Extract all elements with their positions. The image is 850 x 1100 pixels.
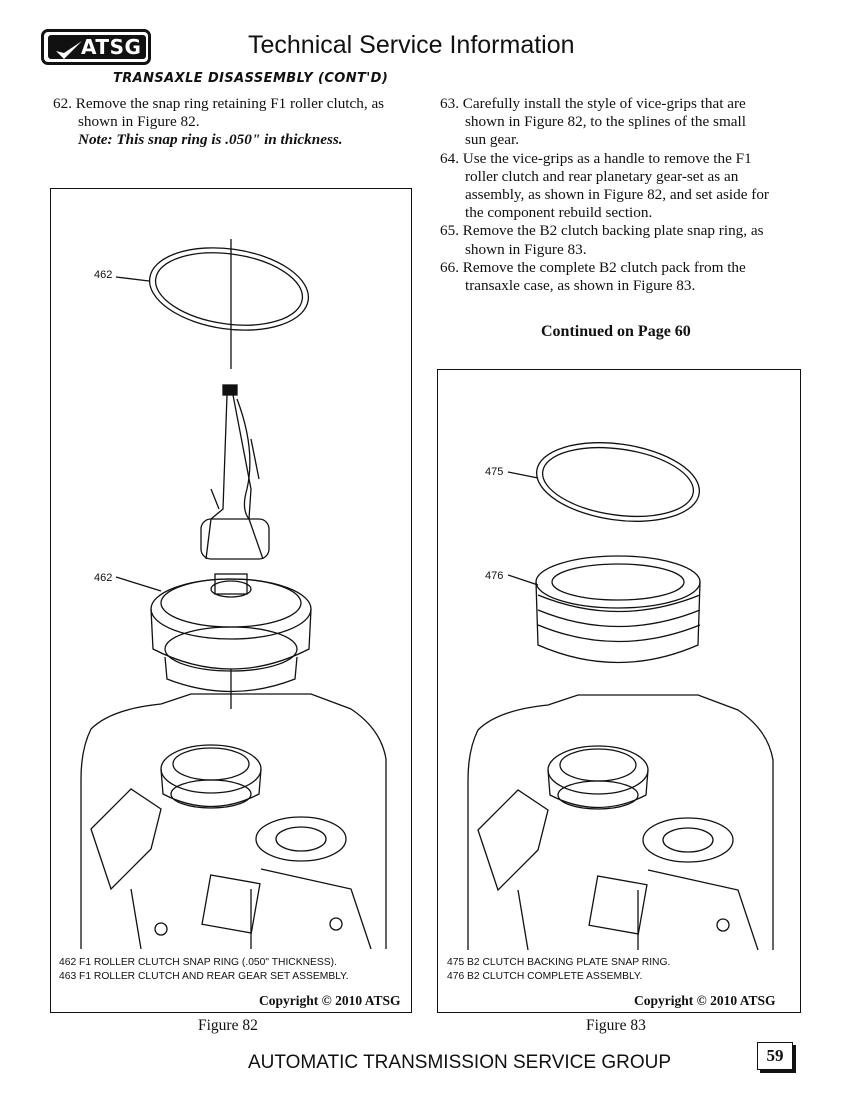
step-66: 66. Remove the complete B2 clutch pack f… xyxy=(440,258,746,295)
figure-82-copyright: Copyright © 2010 ATSG xyxy=(259,993,401,1008)
figure-82-captions: 462 F1 ROLLER CLUTCH SNAP RING (.050" TH… xyxy=(59,956,349,983)
right-column: 63. Carefully install the style of vice-… xyxy=(440,95,770,295)
step-65: 65. Remove the B2 clutch backing plate s… xyxy=(440,222,764,258)
figure-83-captions: 475 B2 CLUTCH BACKING PLATE SNAP RING. 4… xyxy=(447,956,670,983)
figure-82-frame: 462 462 462 F1 ROLLER CLUTCH SNAP RING (… xyxy=(50,188,412,1013)
callout-476: 476 xyxy=(485,570,504,582)
caption-463: 463 F1 ROLLER CLUTCH AND REAR GEAR SET A… xyxy=(59,970,349,982)
step-63: 63. Carefully install the style of vice-… xyxy=(440,95,746,149)
page-number: 59 xyxy=(757,1042,793,1070)
step-62: 62. Remove the snap ring retaining F1 ro… xyxy=(53,95,385,131)
callout-462-assembly: 462 xyxy=(94,572,113,584)
callout-462-ring: 462 xyxy=(94,269,113,281)
step-64: 64. Use the vice-grips as a handle to re… xyxy=(440,149,769,222)
figure-83-frame: 475 476 475 B2 CLUTCH BACKING PLATE SNAP… xyxy=(437,369,801,1013)
section-title: TRANSAXLE DISASSEMBLY (CONT'D) xyxy=(113,71,389,86)
figure-83-copyright: Copyright © 2010 ATSG xyxy=(634,993,776,1008)
caption-476: 476 B2 CLUTCH COMPLETE ASSEMBLY. xyxy=(447,970,643,982)
callout-475: 475 xyxy=(485,466,504,478)
figure-83-illustration xyxy=(467,442,774,950)
figure-82-illustration xyxy=(80,239,387,949)
figure-82-label: Figure 82 xyxy=(198,1017,258,1034)
page-header-title: Technical Service Information xyxy=(248,31,575,59)
logo-check-icon xyxy=(56,41,82,59)
caption-462: 462 F1 ROLLER CLUTCH SNAP RING (.050" TH… xyxy=(59,957,337,968)
left-column: 62. Remove the snap ring retaining F1 ro… xyxy=(53,95,393,150)
continued-note: Continued on Page 60 xyxy=(541,323,691,340)
caption-475: 475 B2 CLUTCH BACKING PLATE SNAP RING. xyxy=(447,957,671,968)
thickness-note: Note: This snap ring is .050" in thickne… xyxy=(78,131,343,149)
footer-text: AUTOMATIC TRANSMISSION SERVICE GROUP xyxy=(248,1052,671,1073)
figure-83-label: Figure 83 xyxy=(586,1017,646,1034)
atsg-logo: ATSG xyxy=(41,29,151,65)
logo-text: ATSG xyxy=(81,35,142,59)
